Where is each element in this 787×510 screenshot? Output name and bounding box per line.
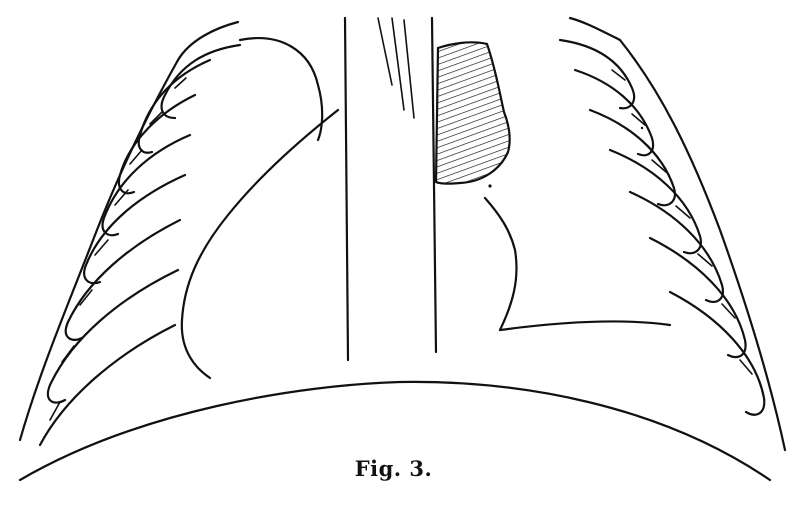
- spine-line-right: [432, 18, 436, 352]
- right-apex: [570, 18, 620, 40]
- cardiac-silhouette-right: [485, 198, 670, 330]
- left-tick-7: [62, 346, 74, 362]
- right-rib-6: [650, 238, 746, 357]
- right-rib-3: [590, 110, 675, 205]
- cardiac-silhouette-left: [182, 38, 338, 378]
- mediastinal-lines: [345, 18, 436, 360]
- right-diaphragm-dome: [500, 321, 670, 330]
- right-heart-border: [485, 198, 517, 330]
- right-thoracic-wall: [620, 40, 785, 450]
- left-tick-3: [130, 150, 142, 164]
- right-ribs: [560, 40, 764, 415]
- figure-caption: Fig. 3.: [0, 456, 787, 481]
- hatched-shadow: [436, 42, 510, 183]
- left-rib-6: [66, 220, 180, 340]
- left-mediastinal-border: [240, 38, 322, 140]
- right-rib-7: [670, 292, 764, 415]
- right-rib-1: [560, 40, 634, 108]
- trachea-line-3: [404, 20, 414, 118]
- left-heart-border: [182, 110, 338, 378]
- right-rib-5: [630, 192, 723, 302]
- left-rib-ticks: [50, 78, 186, 420]
- trachea-line-1: [378, 18, 392, 85]
- dot-mark: [641, 127, 643, 129]
- right-rib-ticks: [612, 70, 752, 374]
- dot-mark: [488, 184, 491, 187]
- left-rib-3: [119, 95, 195, 193]
- left-rib-8: [40, 325, 175, 445]
- right-rib-4: [610, 150, 701, 253]
- spine-line-left: [345, 18, 348, 360]
- right-rib-2: [575, 70, 653, 155]
- left-ribs: [40, 45, 240, 445]
- trachea-line-2: [392, 18, 404, 110]
